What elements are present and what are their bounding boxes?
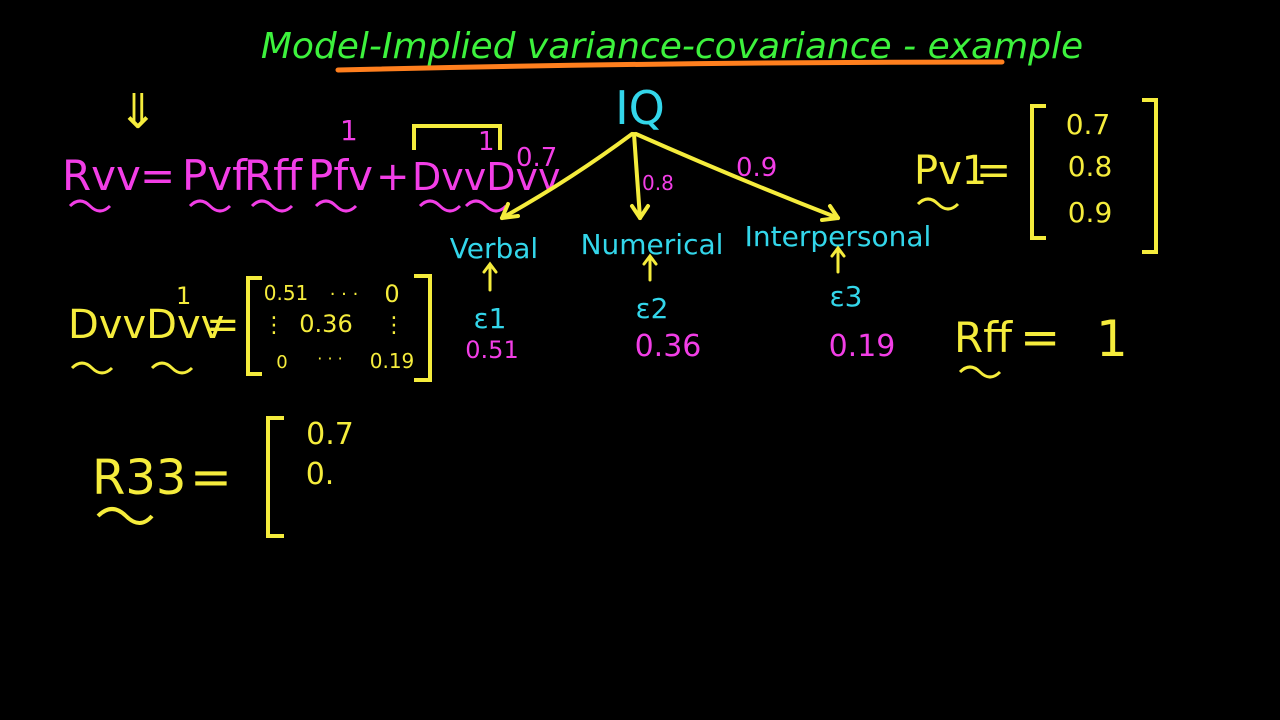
- loading-value-interpersonal: 0.9: [736, 153, 777, 183]
- error-variance-3: 0.19: [829, 329, 896, 364]
- r33-label: R33: [92, 450, 186, 506]
- error-matrix-cell: · · ·: [317, 349, 342, 368]
- loading-value-verbal: 0.7: [516, 143, 557, 173]
- loading-value-numerical: 0.8: [642, 171, 674, 195]
- loading-matrix-label: Pv1: [914, 148, 987, 194]
- factor-iq: IQ: [615, 81, 665, 135]
- path-diagram: IQ 0.7 0.8 0.9 Verbal Numerical Interper…: [450, 81, 932, 364]
- bracket-right: [1142, 98, 1158, 254]
- rff-equals: =: [1020, 310, 1060, 366]
- loading-arrow-numerical: [632, 132, 642, 220]
- error-matrix-cell: ⋮: [383, 313, 405, 338]
- error-epsilon-2: ε2: [636, 292, 669, 325]
- dd-bracket: [412, 124, 502, 150]
- loading-matrix-equals: =: [976, 145, 1011, 194]
- arrowhead: [630, 204, 650, 220]
- bracket-left: [266, 416, 284, 538]
- r33-equals: =: [190, 448, 232, 506]
- error-matrix-label: DvvDvv: [68, 302, 224, 348]
- loading-matrix: Pv1 = 0.7 0.8 0.9: [914, 98, 1158, 254]
- tilde: [250, 199, 294, 213]
- error-matrix-cell: 0: [276, 352, 287, 373]
- r33-value: 0.7: [306, 417, 354, 452]
- indicator-verbal: Verbal: [450, 232, 538, 265]
- r33-equation: R33 = 0.7 0.: [92, 416, 354, 538]
- bracket-left: [1030, 104, 1046, 240]
- title-underline: [335, 59, 1005, 73]
- error-arrow-3: [830, 245, 846, 274]
- eq-term-pfv-prime: 1: [340, 114, 358, 147]
- error-matrix-cell: · · ·: [330, 284, 359, 305]
- eq-term-pfv: Pfv: [308, 151, 373, 200]
- error-matrix-cell: 0: [384, 280, 399, 308]
- loading-arrow-interpersonal: [634, 132, 840, 220]
- bracket-left: [246, 276, 262, 376]
- tilde: [96, 507, 154, 525]
- eq-term-dvv-prime: 1: [478, 127, 495, 157]
- error-matrix-cell: 0.36: [299, 310, 352, 338]
- loading-matrix-value: 0.7: [1066, 108, 1111, 141]
- rff-value: 1: [1096, 310, 1128, 368]
- eq-equals: =: [140, 151, 175, 200]
- loading-matrix-value: 0.9: [1068, 196, 1113, 229]
- tilde: [464, 199, 508, 213]
- error-variance-2: 0.36: [635, 329, 702, 364]
- loading-arrow-verbal: [500, 132, 634, 220]
- error-matrix-prime: 1: [176, 282, 191, 310]
- eq-plus: +: [376, 154, 410, 200]
- indicator-numerical: Numerical: [581, 228, 724, 261]
- tilde: [188, 199, 232, 213]
- error-variance-1: 0.51: [465, 336, 518, 364]
- eq-term-rff: Rff: [244, 151, 303, 200]
- error-arrow-1: [482, 261, 498, 292]
- error-epsilon-3: ε3: [830, 280, 863, 313]
- error-matrix-cell: 0.19: [370, 349, 415, 373]
- bracket-right: [414, 274, 432, 382]
- tilde: [418, 199, 462, 213]
- tilde: [314, 199, 358, 213]
- error-epsilon-1: ε1: [474, 302, 507, 335]
- r33-value: 0.: [306, 457, 335, 492]
- tilde: [958, 365, 1002, 379]
- eq-term-dvv: DvvDvv: [412, 155, 560, 199]
- eq-lhs-rvv: Rvv: [62, 151, 141, 200]
- tilde: [68, 199, 112, 213]
- down-arrow-icon: ⇓: [118, 84, 158, 140]
- tilde: [916, 197, 960, 211]
- error-matrix: DvvDvv 1 = 0.51 · · · 0 ⋮ 0.36 ⋮ 0 · · ·…: [68, 274, 432, 382]
- eq-term-pvf: Pvf: [182, 151, 248, 200]
- loading-matrix-value: 0.8: [1068, 150, 1113, 183]
- arrowhead: [500, 202, 520, 220]
- error-arrow-2: [642, 253, 658, 282]
- rff-equation: Rff = 1: [954, 310, 1128, 379]
- tilde: [70, 361, 114, 375]
- error-matrix-cell: ⋮: [263, 313, 285, 338]
- error-matrix-cell: 0.51: [264, 281, 309, 305]
- error-matrix-equals: =: [206, 302, 240, 348]
- rff-label: Rff: [954, 313, 1013, 362]
- tilde: [150, 361, 194, 375]
- main-equation: Rvv = Pvf Rff Pfv 1 + DvvDvv 1: [62, 114, 560, 213]
- arrowhead: [820, 204, 840, 222]
